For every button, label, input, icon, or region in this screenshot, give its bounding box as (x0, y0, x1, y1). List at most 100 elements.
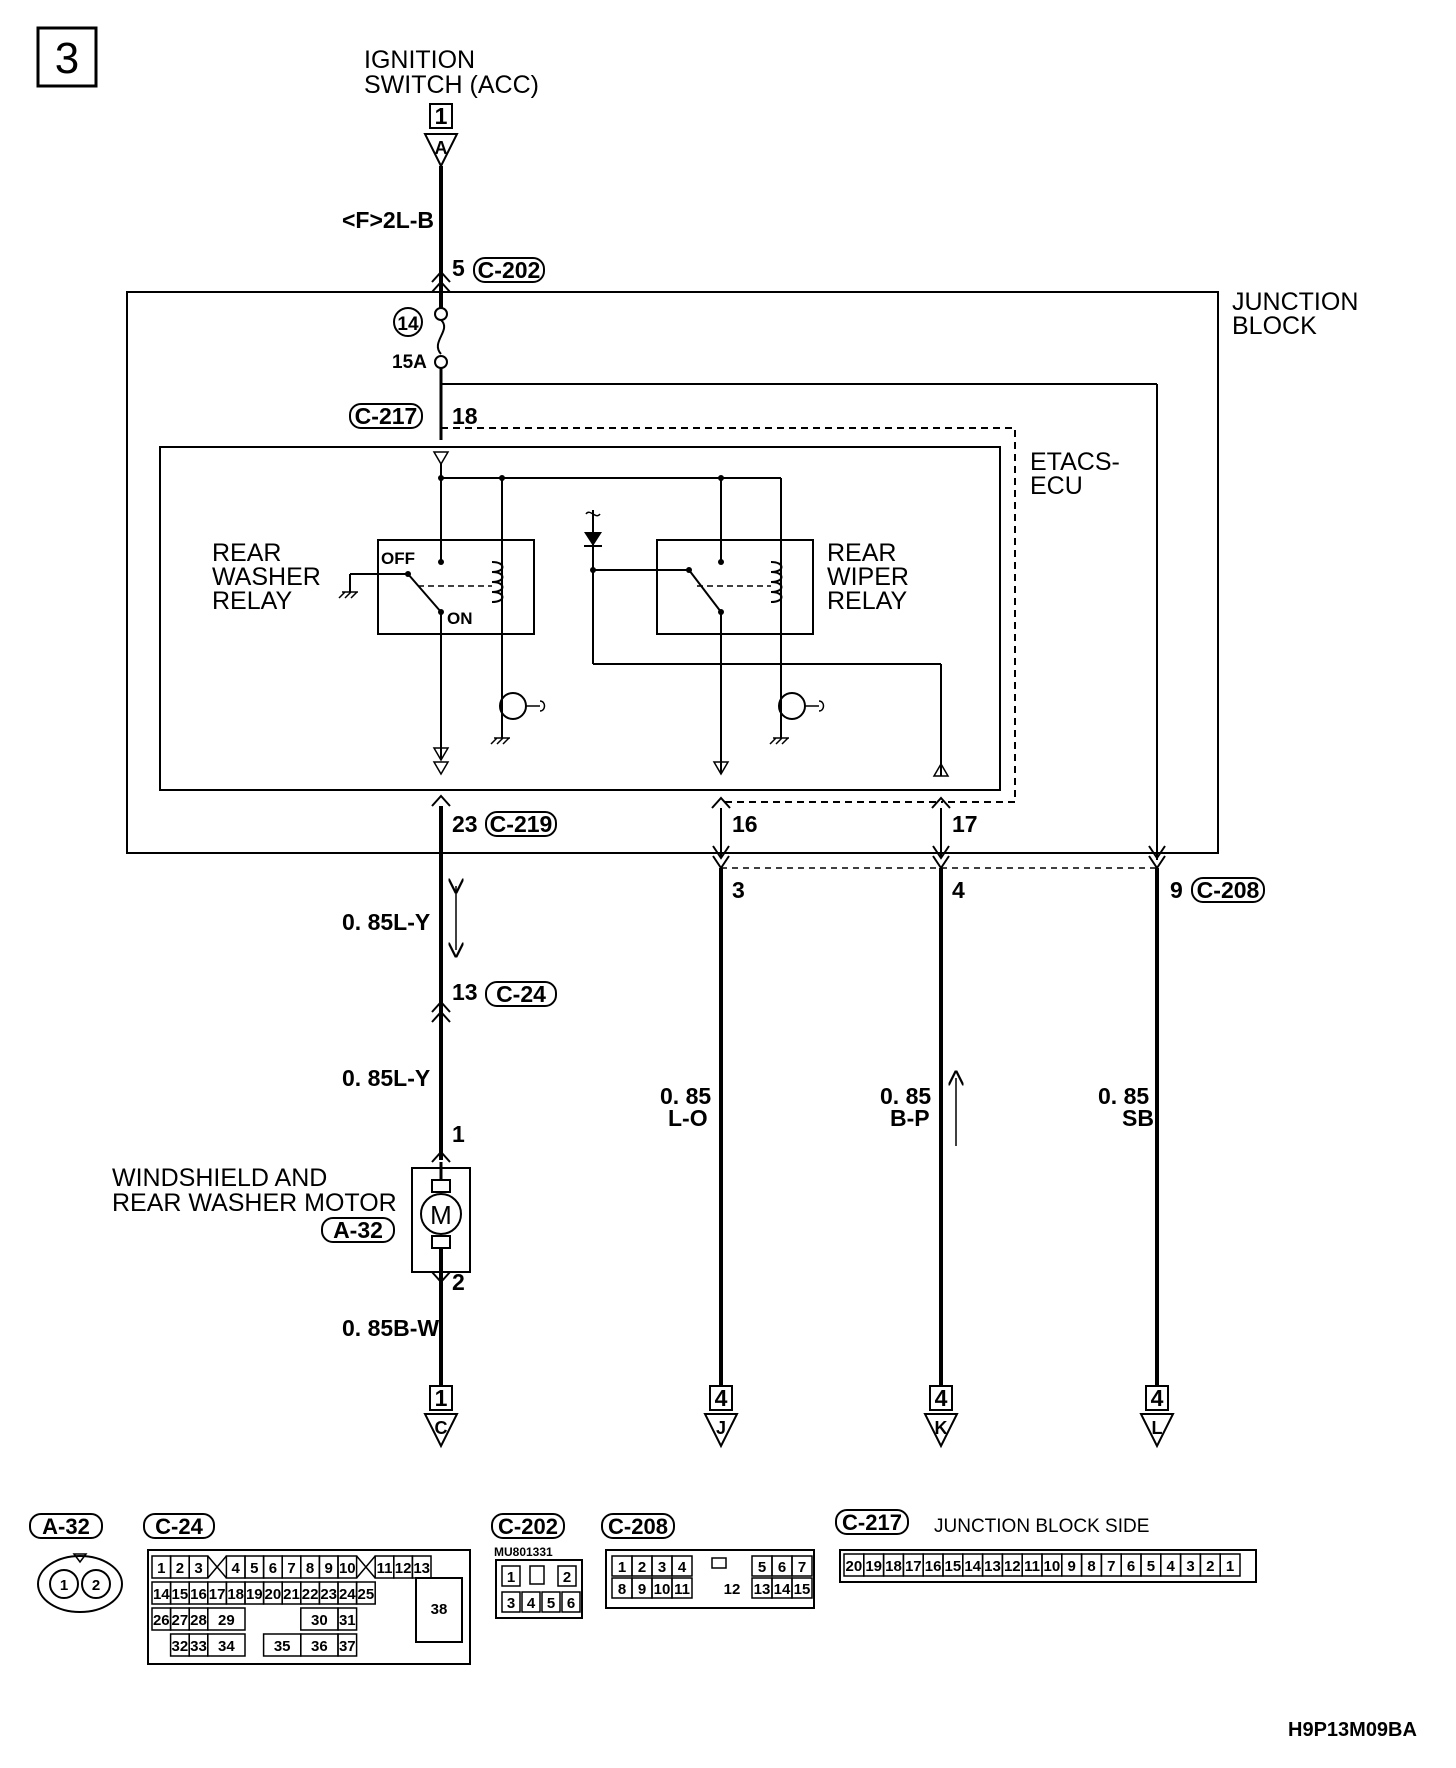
c24-cavity: 32 (172, 1638, 189, 1655)
c202-cavity: 5 (547, 1595, 555, 1612)
c217-cavity: 17 (905, 1558, 922, 1575)
wire-sb-a: 0. 85 (1098, 1083, 1149, 1109)
bottom-terminal: 4K (923, 1385, 959, 1449)
c202-cavity: 4 (527, 1595, 536, 1612)
c208-cavity: 7 (798, 1559, 806, 1576)
c24-cavity: 6 (269, 1560, 277, 1577)
figure-id: H9P13M09BA (1288, 1719, 1417, 1741)
c208-cavity: 10 (654, 1581, 671, 1598)
c24-cavity: 26 (153, 1612, 170, 1629)
c24-cavity: 34 (218, 1638, 235, 1655)
c217-cavity: 5 (1147, 1558, 1155, 1575)
pin-4: 4 (952, 877, 965, 903)
c24-cavity: 9 (325, 1560, 333, 1577)
wire-bp-b: B-P (890, 1105, 930, 1131)
c24-cavity: 11 (377, 1560, 393, 1577)
c217-connector: C-217 18 (349, 403, 478, 429)
right-wires: 0. 85 L-O 0. 85 B-P 0. 85 SB (660, 868, 1159, 1400)
rear-wiper-relay: REAR WIPER RELAY (584, 478, 950, 777)
c208-cavity: 8 (618, 1581, 626, 1598)
c202-cavity: 6 (567, 1595, 575, 1612)
c24-cavity: 27 (172, 1612, 189, 1629)
legend-a32-tag: A-32 (42, 1514, 90, 1539)
c24-cavity: 18 (227, 1586, 244, 1603)
etacs-label-line1: ETACS- (1030, 448, 1120, 476)
c24-cavity: 12 (395, 1560, 412, 1577)
c24-cavity: 30 (311, 1612, 328, 1629)
bottom-terminal-number: 4 (935, 1385, 948, 1411)
washer-relay-on-label: ON (447, 609, 473, 628)
fuse-14: 14 15A (392, 307, 448, 373)
c208-cavity: 9 (638, 1581, 646, 1598)
pin-9: 9 (1170, 877, 1183, 903)
legend-a32: A-32 (29, 1513, 103, 1539)
fuse-rating: 15A (392, 352, 427, 373)
washer-relay-label-line2: WASHER (212, 563, 321, 591)
ignition-switch: IGNITION SWITCH (ACC) 1 A (364, 46, 539, 169)
wire-bp-a: 0. 85 (880, 1083, 931, 1109)
c208-cavity: 5 (758, 1559, 766, 1576)
c24-cavity: 5 (250, 1560, 258, 1577)
c208-cavity: 11 (674, 1581, 690, 1598)
c217-cavity: 11 (1024, 1558, 1040, 1575)
c219-tag: C-219 (490, 811, 553, 837)
bottom-terminal-letter: L (1152, 1418, 1163, 1438)
c24-cavity: 14 (153, 1586, 170, 1603)
junction-block: JUNCTION BLOCK (126, 288, 1358, 854)
feed-wire: <F>2L-B 5 C-202 (342, 166, 545, 310)
c24-connector-face (147, 1549, 471, 1665)
pin-16: 16 (732, 811, 758, 837)
c24-cavity: 13 (413, 1560, 430, 1577)
c24-cavity: 33 (190, 1638, 207, 1655)
wiper-relay-label-line1: REAR (827, 539, 896, 567)
c217-cavity: 4 (1167, 1558, 1176, 1575)
wiper-relay-label-line3: RELAY (827, 587, 907, 615)
c24-cavity: 15 (172, 1586, 189, 1603)
c208-cavity: 6 (778, 1559, 786, 1576)
c208-cavity: 2 (638, 1559, 646, 1576)
c217-cavity: 9 (1068, 1558, 1076, 1575)
c217-cavity: 6 (1127, 1558, 1135, 1575)
page-number-box: 3 (36, 26, 98, 88)
c208-cavity: 12 (724, 1581, 741, 1598)
a32-cav-1: 1 (60, 1577, 68, 1594)
c217-cavity: 14 (964, 1558, 981, 1575)
c202-cavity: 2 (563, 1569, 571, 1586)
c24-cavity: 3 (194, 1560, 202, 1577)
legend-c202-tag: C-202 (498, 1514, 558, 1539)
c208-cavity: 1 (618, 1559, 626, 1576)
c208-cavity: 4 (678, 1559, 687, 1576)
ignition-label-line1: IGNITION (364, 46, 475, 74)
c217-cavity: 20 (846, 1558, 863, 1575)
legend-c217: C-217 (835, 1509, 909, 1535)
a32-tag: A-32 (333, 1217, 383, 1243)
c24-cavity: 22 (302, 1586, 319, 1603)
rear-washer-relay: REAR WASHER RELAY OFF ON (212, 451, 782, 776)
c217-cavity: 1 (1226, 1558, 1234, 1575)
c217-cavity: 8 (1087, 1558, 1095, 1575)
c208-tag: C-208 (1197, 877, 1260, 903)
junction-block-label-line2: BLOCK (1232, 312, 1317, 340)
c202-cavity: 3 (507, 1595, 515, 1612)
fuse-number: 14 (397, 314, 419, 335)
ecu-output-pins: 23 C-219 16 17 3 4 9 C-208 (431, 794, 1265, 903)
c217-cavity: 10 (1044, 1558, 1061, 1575)
ignition-pin: 1 (435, 103, 448, 129)
a32-cav-2: 2 (92, 1577, 100, 1594)
c24-cavity: 21 (283, 1586, 300, 1603)
legend-c208: C-208 (601, 1513, 675, 1539)
c217-cavity: 13 (984, 1558, 1001, 1575)
c217-cavity: 15 (945, 1558, 962, 1575)
bottom-terminal-letter: K (935, 1418, 948, 1438)
c24-cavity: 10 (339, 1560, 356, 1577)
c24-pin: 13 (452, 979, 478, 1005)
c24-cavity: 2 (176, 1560, 184, 1577)
c217-cavity: 12 (1004, 1558, 1021, 1575)
c217-cavity: 19 (865, 1558, 882, 1575)
wire-lo-b: L-O (668, 1105, 708, 1131)
washer-relay-label-line1: REAR (212, 539, 281, 567)
c24-cavity: 19 (246, 1586, 263, 1603)
